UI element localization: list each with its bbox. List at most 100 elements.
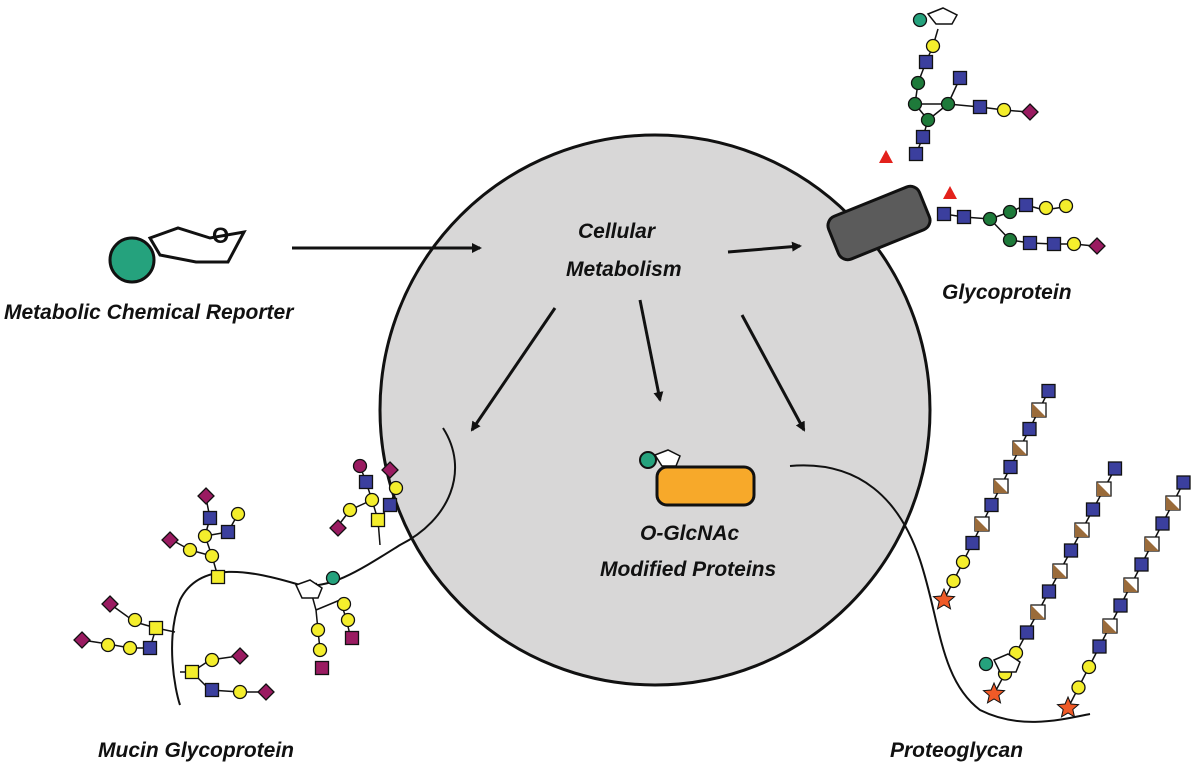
galactose-circle-icon	[340, 612, 356, 628]
galactose-circle-icon	[122, 640, 138, 656]
glcnac-square-icon	[204, 682, 220, 698]
arrow-to-oglcnac	[638, 299, 664, 402]
mannose-circle-icon	[1002, 232, 1018, 248]
glcnac-square-icon	[915, 129, 931, 145]
galactose-circle-icon	[996, 102, 1012, 118]
sialic-acid-diamond-icon	[231, 647, 249, 665]
galactose-circle-icon	[1081, 659, 1097, 675]
membrane-protein	[826, 184, 932, 262]
uronic-acid-half-icon	[994, 479, 1008, 493]
reporter-sugar-icon	[294, 579, 323, 599]
glcnac-square-icon	[965, 535, 980, 551]
uronic-acid-half-icon	[1013, 441, 1027, 455]
oglcnac-tag-icon	[639, 451, 657, 469]
glcnac-square-icon	[382, 497, 398, 513]
galactose-circle-icon	[230, 506, 246, 522]
xylose-star-icon	[932, 587, 956, 610]
glycosidic-bond	[315, 599, 341, 611]
glycoprotein-label: Glycoprotein	[942, 281, 1072, 304]
glcnac-square-icon	[1092, 639, 1107, 654]
glcnac-square-icon	[956, 209, 972, 225]
glcnac-square-icon	[1134, 557, 1149, 572]
galnac-square-icon	[184, 664, 200, 680]
metabolism-label-line2: Metabolism	[566, 258, 682, 281]
sialic-acid-diamond-icon	[161, 531, 179, 549]
glcnac-square-icon	[202, 510, 218, 526]
galactose-circle-icon	[204, 548, 220, 564]
glcnac-square-icon	[1085, 502, 1101, 517]
glcnac-square-icon	[1019, 625, 1035, 640]
glcnac-square-icon	[1022, 421, 1037, 437]
glcnac-square-icon	[1041, 383, 1056, 399]
galactose-circle-icon	[310, 622, 326, 638]
galnac-square-icon	[210, 569, 226, 585]
galactose-circle-icon	[388, 480, 404, 496]
galactose-circle-icon	[1058, 198, 1074, 214]
reporter-tag-icon	[108, 236, 156, 284]
sialic-acid-diamond-icon	[73, 631, 91, 649]
galactose-circle-icon	[336, 596, 352, 612]
glcnac-square-icon	[1046, 236, 1062, 252]
galactose-circle-icon	[312, 642, 328, 658]
fucose-triangle-icon	[879, 150, 893, 163]
glycan-chains	[73, 7, 1191, 718]
glcnac-square-icon	[952, 70, 968, 86]
galnac-square-icon	[148, 620, 164, 636]
glcnac-square-icon	[220, 524, 236, 540]
oglcnac-label-line2: Modified Proteins	[600, 558, 776, 581]
glcnac-square-icon	[1003, 459, 1018, 475]
galactose-circle-icon	[1071, 680, 1086, 695]
galactose-circle-icon	[364, 492, 380, 508]
glcnac-square-icon	[1018, 197, 1034, 213]
glcnac-square-icon	[918, 54, 934, 70]
oglcnac-sugar-icon	[653, 449, 681, 467]
reporter-tag-icon	[912, 12, 928, 28]
galactose-circle-icon	[204, 652, 220, 668]
sialic-acid-diamond-icon	[1021, 103, 1039, 121]
reporter-sugar-icon	[992, 653, 1021, 673]
oglcnac-protein	[655, 465, 756, 507]
sialic-acid-circle-icon	[352, 458, 368, 474]
sialic-acid-diamond-icon	[197, 487, 215, 505]
galactose-circle-icon	[342, 502, 358, 518]
mucin-label: Mucin Glycoprotein	[98, 739, 294, 762]
xylose-star-icon	[1056, 695, 1080, 718]
uronic-acid-half-icon	[1145, 537, 1159, 551]
fucose-triangle-icon	[943, 186, 957, 199]
galactose-circle-icon	[127, 612, 143, 628]
glcnac-square-icon	[1041, 584, 1057, 599]
galnac-square-icon	[370, 512, 386, 528]
proteoglycan-label: Proteoglycan	[890, 739, 1023, 762]
metabolism-label-line1: Cellular	[578, 220, 657, 243]
sialic-acid-diamond-icon	[101, 595, 119, 613]
cell	[378, 133, 932, 687]
galactose-circle-icon	[100, 637, 116, 653]
mannose-circle-icon	[920, 112, 936, 128]
reporter-label: Metabolic Chemical Reporter	[4, 301, 295, 324]
oglcnac-label-line1: O-GlcNAc	[640, 522, 740, 545]
glcnac-square-icon	[358, 474, 374, 490]
glcnac-square-icon	[972, 99, 988, 115]
arrow-to-glycoprotein	[727, 241, 802, 254]
ring-oxygen-label: O	[212, 223, 229, 248]
uronic-acid-half-icon	[1097, 482, 1111, 496]
sialic-acid-diamond-icon	[329, 519, 347, 537]
sialic-acid-diamond-icon	[257, 683, 275, 701]
proteoglycan-backbone	[789, 464, 1091, 723]
galactose-circle-icon	[946, 573, 961, 589]
glcnac-square-icon	[142, 640, 158, 656]
arrow-to-proteoglycan	[740, 314, 806, 432]
galactose-circle-icon	[925, 38, 941, 54]
glcnac-square-icon	[1107, 461, 1123, 476]
glcnac-square-icon	[1063, 543, 1079, 558]
galactose-circle-icon	[955, 554, 971, 570]
uronic-acid-half-icon	[1166, 496, 1180, 510]
galactose-circle-icon	[182, 542, 198, 558]
mannose-circle-icon	[910, 75, 926, 91]
sialic-acid-diamond-icon	[381, 461, 399, 479]
mannose-circle-icon	[982, 211, 998, 227]
mannose-circle-icon	[940, 96, 956, 112]
glcnac-square-icon	[1022, 235, 1038, 251]
